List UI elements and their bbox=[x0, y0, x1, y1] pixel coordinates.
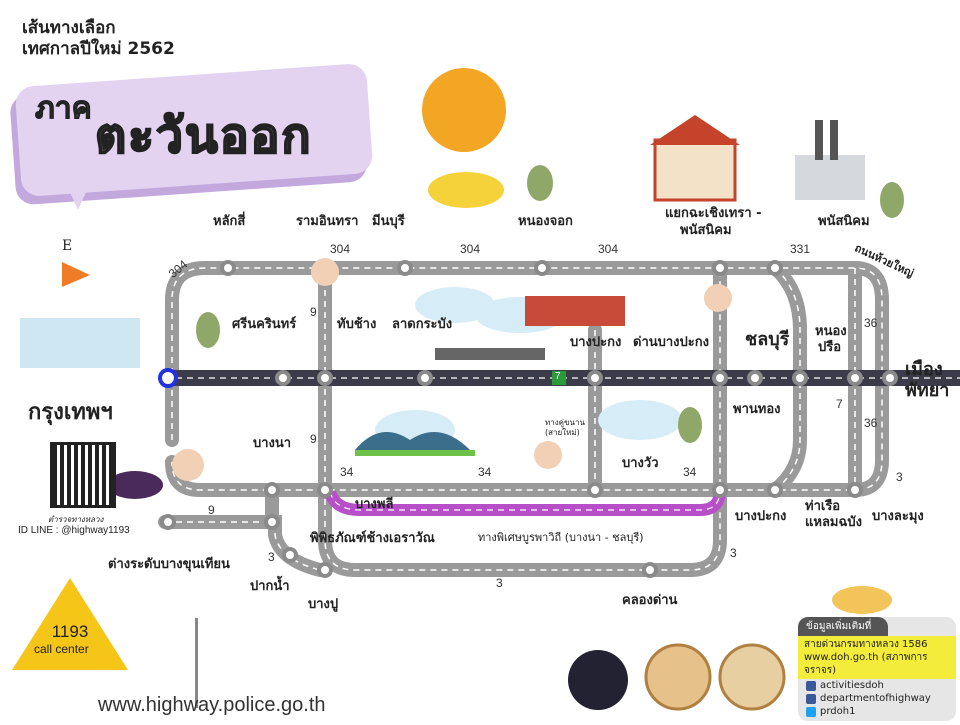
parallel-road-label: ทางคู่ขนาน bbox=[545, 418, 585, 427]
place-label: หนองจอก bbox=[518, 214, 573, 229]
parallel-road-label: (สายใหม่) bbox=[545, 428, 580, 437]
place-label: ปรือ bbox=[818, 340, 842, 355]
route-number: 3 bbox=[496, 576, 503, 590]
police-car-illustration bbox=[107, 471, 163, 499]
place-label: บางปะกง bbox=[735, 509, 787, 524]
route-number: 304 bbox=[460, 242, 481, 256]
highway-police-logo bbox=[568, 650, 628, 710]
compass-arrow-icon bbox=[62, 262, 90, 287]
facebook-link[interactable]: departmentofhighway bbox=[820, 693, 931, 704]
place-label: พัทยา bbox=[905, 380, 950, 401]
expressway-label: ทางพิเศษบูรพาวิถี (บางนา - ชลบุรี) bbox=[478, 531, 644, 544]
place-label: พนัสนิคม bbox=[818, 214, 870, 229]
route-number: 9 bbox=[310, 305, 317, 319]
place-label: หลักสี่ bbox=[213, 214, 246, 229]
place-label: ลาดกระบัง bbox=[392, 317, 453, 332]
place-label: ชลบุรี bbox=[745, 329, 790, 350]
route-number: 9 bbox=[208, 503, 215, 517]
motorway-sign bbox=[552, 371, 566, 385]
station-illustration bbox=[525, 296, 625, 326]
place-label: บางนา bbox=[253, 436, 292, 451]
route-number: 3 bbox=[896, 470, 903, 484]
bangkok-skyline bbox=[20, 318, 140, 368]
twitter-link[interactable]: prdoh1 bbox=[820, 706, 856, 717]
info-box: ข้อมูลเพิ่มเติมที่ สายด่วนกรมทางหลวง 158… bbox=[798, 617, 956, 721]
place-label: บางปู bbox=[308, 597, 339, 612]
route-number: 304 bbox=[330, 242, 351, 256]
route-number: 36 bbox=[864, 316, 878, 330]
call-label: call center bbox=[34, 642, 89, 656]
place-label: มีนบุรี bbox=[372, 214, 405, 229]
banner-tail bbox=[60, 170, 96, 210]
website-link[interactable]: www.highway.police.go.th bbox=[98, 694, 326, 716]
route-number: 34 bbox=[478, 465, 492, 479]
call-center-sign bbox=[12, 578, 128, 670]
title-main: ตะวันออก bbox=[94, 107, 313, 165]
motorway-number: 7 bbox=[555, 371, 561, 382]
place-label: แหลมฉบัง bbox=[805, 515, 862, 530]
route-number: 3 bbox=[730, 546, 737, 560]
place-label: บางวัว bbox=[622, 456, 659, 471]
airport-illustration bbox=[355, 432, 470, 450]
place-label: คลองด่าน bbox=[622, 593, 678, 608]
doh-website[interactable]: www.doh.go.th (สภาพการจราจร) bbox=[804, 652, 928, 676]
compass-label: E bbox=[62, 238, 73, 254]
subtitle: เส้นทางเลือกเทศกาลปีใหม่ 2562 bbox=[22, 18, 175, 60]
line-qr-code[interactable] bbox=[50, 442, 116, 508]
route-number: 34 bbox=[340, 465, 354, 479]
call-number: 1193 bbox=[51, 622, 89, 641]
place-label: พนัสนิคม bbox=[680, 223, 732, 238]
title-prefix: ภาค bbox=[35, 91, 93, 127]
hotline: สายด่วนกรมทางหลวง 1586 bbox=[804, 639, 928, 650]
place-label: พิพิธภัณฑ์ช้างเอราวัณ bbox=[310, 531, 435, 546]
place-label: รามอินทรา bbox=[296, 214, 359, 229]
bangkok-node bbox=[158, 368, 178, 388]
route-number: 36 bbox=[864, 416, 878, 430]
place-label: พานทอง bbox=[733, 402, 781, 417]
facebook-icon bbox=[806, 693, 816, 704]
line-id: ID LINE : @highway1193 bbox=[18, 525, 130, 536]
place-label: ด่านบางปะกง bbox=[633, 335, 709, 350]
train-illustration bbox=[435, 348, 545, 360]
route-number: 9 bbox=[310, 432, 317, 446]
mascot-illustration bbox=[422, 68, 506, 152]
place-label: ต่างระดับบางขุนเทียน bbox=[108, 557, 230, 572]
place-label: เมือง bbox=[905, 359, 943, 380]
route-number: 7 bbox=[836, 397, 843, 411]
police-name: ตำรวจทางหลวง bbox=[48, 515, 104, 524]
place-label: ปากน้ำ bbox=[250, 579, 290, 594]
place-label: ศรีนครินทร์ bbox=[232, 317, 297, 332]
place-label: บางปะกง bbox=[570, 335, 622, 350]
temple-illustration bbox=[653, 138, 737, 202]
facebook-icon bbox=[806, 680, 816, 691]
factory-illustration bbox=[795, 155, 865, 200]
twitter-icon bbox=[806, 706, 816, 717]
place-label: ทับช้าง bbox=[337, 317, 377, 332]
seal-logo bbox=[644, 643, 712, 711]
place-label: หนอง bbox=[815, 324, 847, 339]
bangkok-label: กรุงเทพฯ bbox=[28, 400, 113, 425]
junction-nodes bbox=[160, 260, 898, 578]
place-label: บางพลี bbox=[355, 497, 394, 512]
route-number: 34 bbox=[683, 465, 697, 479]
route-number: 331 bbox=[790, 242, 811, 256]
place-label: บางละมุง bbox=[872, 509, 924, 524]
route-number: 304 bbox=[598, 242, 619, 256]
place-label: ท่าเรือ bbox=[805, 499, 841, 514]
info-header: ข้อมูลเพิ่มเติมที่ bbox=[798, 617, 888, 636]
route-number: 3 bbox=[268, 550, 275, 564]
facebook-link[interactable]: activitiesdoh bbox=[820, 680, 884, 691]
place-label: แยกฉะเชิงเทรา - bbox=[665, 206, 762, 221]
doh-seal-logo bbox=[718, 643, 786, 711]
